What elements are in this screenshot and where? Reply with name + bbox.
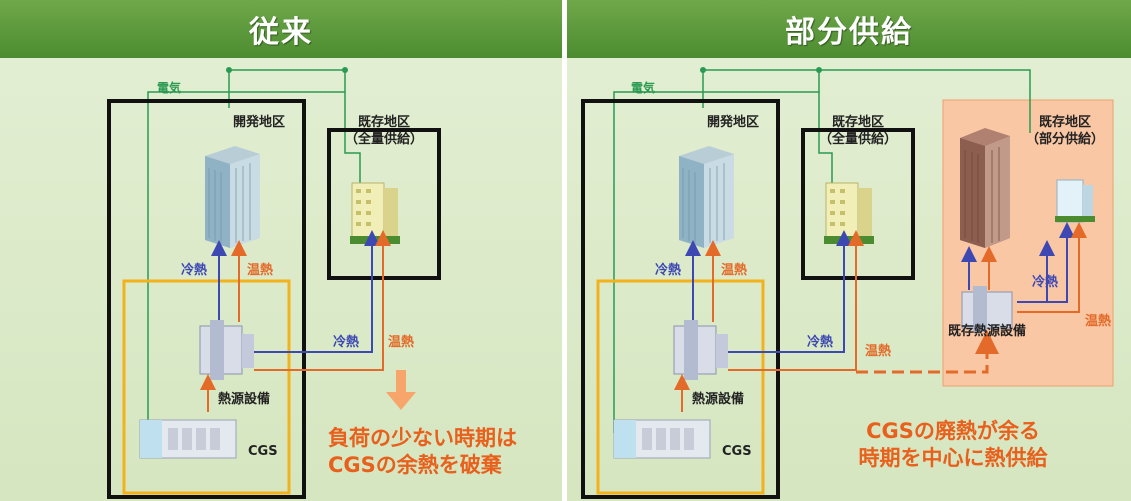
existing-heat-source-label: 既存熱源設備 bbox=[948, 324, 1027, 339]
small-building-icon bbox=[350, 182, 400, 244]
conventional-note: 負荷の少ない時期は CGSの余熱を破棄 bbox=[328, 426, 517, 477]
office-tower-icon bbox=[205, 146, 260, 248]
development-area-box bbox=[581, 99, 780, 499]
small-blue-building-icon bbox=[1055, 179, 1095, 223]
heating-pipe bbox=[254, 230, 391, 371]
panel-conventional: 従来 bbox=[0, 0, 562, 501]
electricity-label: 電気 bbox=[157, 81, 182, 95]
development-area-box bbox=[107, 99, 306, 499]
development-area-label: 開発地区 bbox=[707, 115, 760, 130]
cooling-up-label: 冷熱 bbox=[655, 263, 682, 278]
heating-pipe bbox=[728, 230, 864, 371]
discard-arrow-icon bbox=[386, 370, 416, 410]
heat-source-machine-icon bbox=[673, 320, 728, 380]
heating-up-label: 温熱 bbox=[721, 263, 748, 278]
office-tower-icon bbox=[679, 146, 734, 248]
partial-supply-note: CGSの廃熱が余る 時期を中心に熱供給 bbox=[858, 419, 1048, 470]
existing-cooling-label: 冷熱 bbox=[1032, 275, 1059, 290]
junction-dot bbox=[226, 67, 232, 73]
cgs-unit-icon bbox=[613, 419, 711, 459]
existing-heating-label: 温熱 bbox=[1085, 314, 1112, 329]
heating-up-label: 温熱 bbox=[247, 263, 274, 278]
panel-title-partial-supply: 部分供給 bbox=[567, 0, 1131, 58]
cooling-pipe-label: 冷熱 bbox=[333, 335, 360, 350]
cooling-pipe bbox=[254, 230, 380, 353]
cgs-label: CGS bbox=[248, 444, 278, 459]
heating-pipe-label: 温熱 bbox=[388, 335, 415, 350]
brown-tower-icon bbox=[960, 128, 1010, 248]
heat-source-label: 熱源設備 bbox=[218, 392, 271, 407]
junction-dot bbox=[700, 67, 706, 73]
cgs-label: CGS bbox=[722, 444, 752, 459]
cooling-up-label: 冷熱 bbox=[181, 263, 208, 278]
existing-full-area-label: 既存地区 （全量供給） bbox=[344, 115, 423, 147]
cooling-pipe-label: 冷熱 bbox=[807, 335, 834, 350]
panel-partial-supply: 部分供給 bbox=[567, 0, 1131, 501]
development-area-label: 開発地区 bbox=[233, 115, 286, 130]
existing-heating-arrow bbox=[1017, 222, 1087, 313]
junction-dot bbox=[342, 67, 348, 73]
electricity-label: 電気 bbox=[631, 81, 656, 95]
junction-dot bbox=[816, 67, 822, 73]
existing-full-area-box bbox=[801, 128, 915, 280]
plant-box bbox=[122, 279, 291, 495]
diagram-partial-supply bbox=[581, 67, 1114, 499]
panel-title-conventional: 従来 bbox=[0, 0, 562, 58]
existing-full-area-label: 既存地区 （全量供給） bbox=[818, 115, 897, 147]
cgs-unit-icon bbox=[139, 419, 237, 459]
heat-source-label: 熱源設備 bbox=[692, 392, 745, 407]
dashed-heating-pipe bbox=[856, 330, 999, 374]
heating-pipe-label: 温熱 bbox=[865, 344, 892, 359]
existing-heat-source-icon bbox=[961, 286, 1013, 332]
diagram-conventional bbox=[107, 67, 441, 499]
heat-source-machine-icon bbox=[199, 320, 254, 380]
cooling-pipe bbox=[728, 230, 852, 353]
small-building-icon bbox=[824, 182, 874, 244]
plant-box bbox=[596, 279, 765, 495]
existing-partial-area-label: 既存地区 （部分供給） bbox=[1025, 115, 1104, 147]
